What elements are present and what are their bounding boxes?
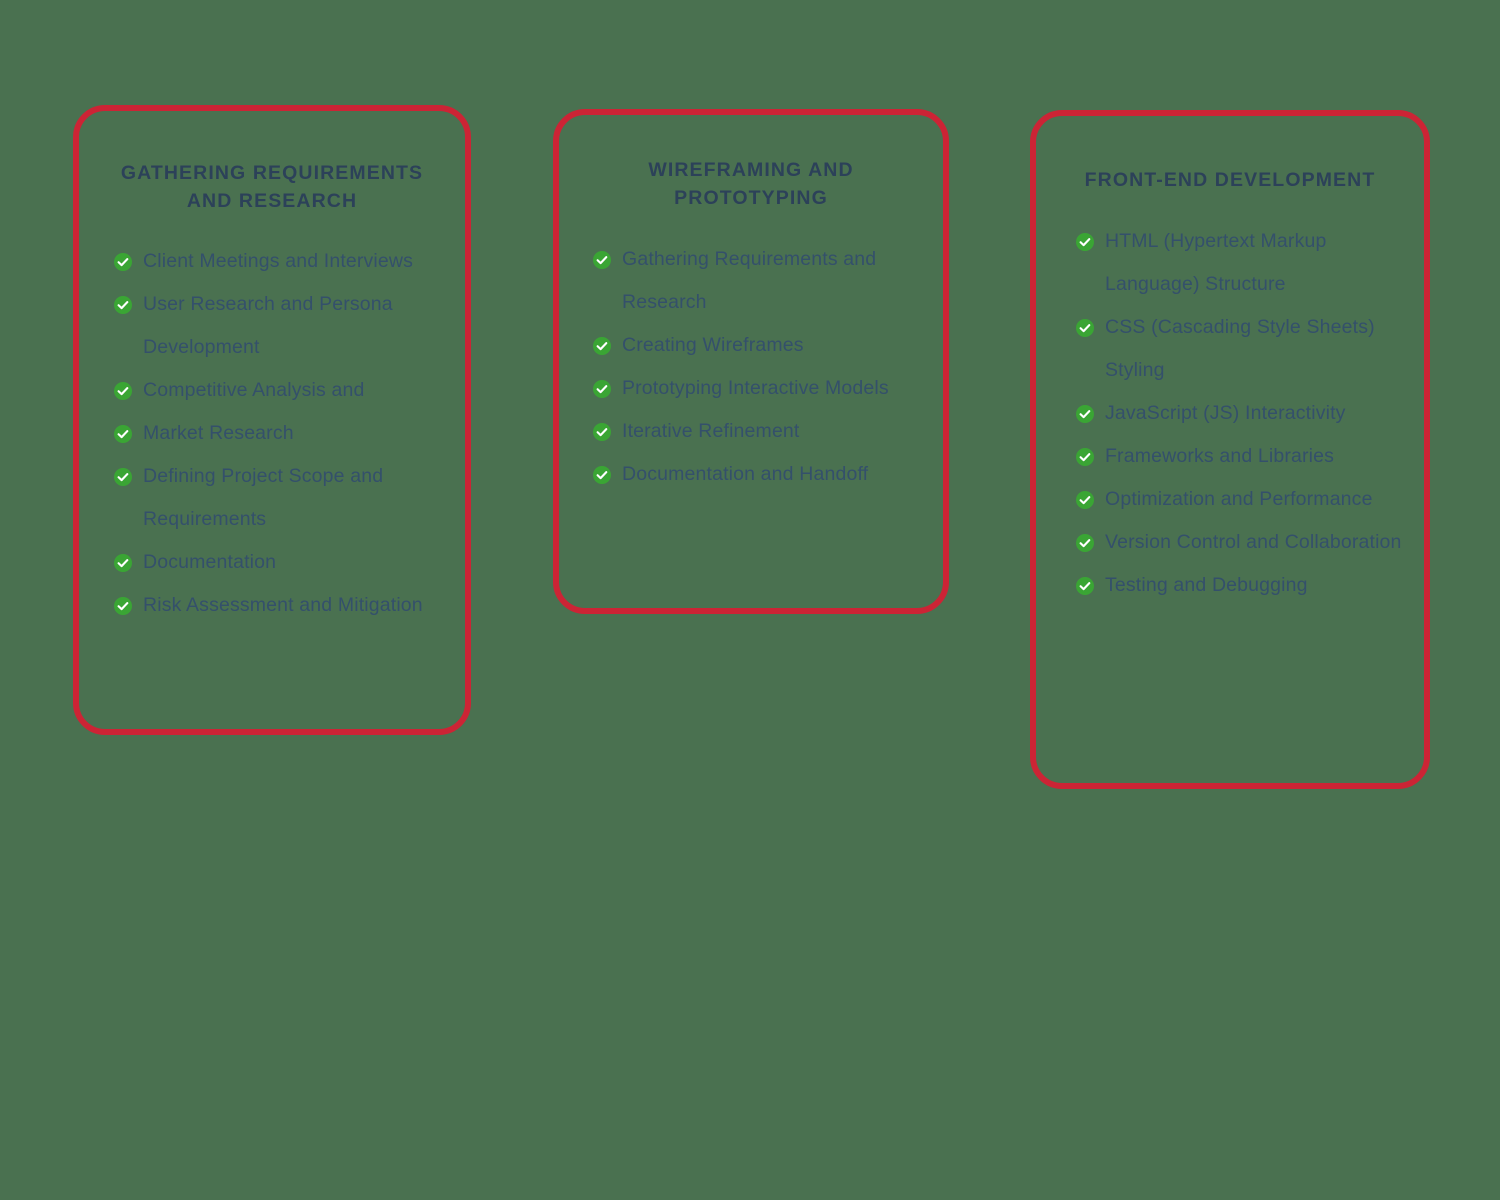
card-gathering-requirements-and-research: GATHERING REQUIREMENTS AND RESEARCH Clie… (73, 105, 471, 735)
card-title: FRONT-END DEVELOPMENT (1084, 169, 1376, 191)
list-item-label: Defining Project Scope and Requirements (143, 465, 384, 530)
list-item[interactable]: Prototyping Interactive Models (593, 367, 933, 410)
check-circle-icon (1076, 490, 1094, 509)
list-item-label: Market Research (143, 422, 294, 444)
list-item[interactable]: Version Control and Collaboration (1076, 521, 1416, 564)
card-title: GATHERING REQUIREMENTS AND RESEARCH (120, 162, 424, 212)
list-item[interactable]: Frameworks and Libraries (1076, 435, 1416, 478)
card-front-end-development: FRONT-END DEVELOPMENT HTML (Hypertext Ma… (1030, 110, 1430, 789)
list-item[interactable]: Creating Wireframes (593, 324, 933, 367)
check-circle-icon (114, 596, 132, 615)
check-circle-icon (1076, 318, 1094, 337)
list-item-label: Testing and Debugging (1105, 574, 1308, 596)
check-circle-icon (1076, 232, 1094, 251)
list-item[interactable]: Iterative Refinement (593, 410, 933, 453)
list-item[interactable]: JavaScript (JS) Interactivity (1076, 392, 1416, 435)
list-item-label: Competitive Analysis and (143, 379, 365, 401)
card-title: WIREFRAMING AND PROTOTYPING (648, 159, 854, 209)
list-item-label: Client Meetings and Interviews (143, 250, 414, 272)
checklist: Client Meetings and Interviews User Rese… (79, 215, 465, 627)
list-item-label: HTML (Hypertext Markup Language) Structu… (1105, 230, 1327, 295)
list-item-label: Documentation (143, 551, 277, 573)
list-item-label: Documentation and Handoff (622, 463, 869, 485)
list-item[interactable]: Client Meetings and Interviews (114, 240, 455, 283)
list-item[interactable]: Documentation (114, 541, 455, 584)
list-item-label: Risk Assessment and Mitigation (143, 594, 423, 616)
check-circle-icon (1076, 404, 1094, 423)
checklist: HTML (Hypertext Markup Language) Structu… (1036, 194, 1424, 607)
check-circle-icon (114, 553, 132, 572)
check-circle-icon (1076, 447, 1094, 466)
list-item[interactable]: CSS (Cascading Style Sheets) Styling (1076, 306, 1416, 392)
list-item-label: Optimization and Performance (1105, 488, 1373, 510)
check-circle-icon (114, 467, 132, 486)
list-item[interactable]: Gathering Requirements and Research (593, 238, 933, 324)
list-item[interactable]: Optimization and Performance (1076, 478, 1416, 521)
list-item[interactable]: Competitive Analysis and (114, 369, 455, 412)
list-item-label: Iterative Refinement (622, 420, 800, 442)
list-item-label: Creating Wireframes (622, 334, 804, 356)
check-circle-icon (593, 379, 611, 398)
list-item-label: Prototyping Interactive Models (622, 377, 889, 399)
check-circle-icon (114, 295, 132, 314)
list-item-label: User Research and Persona Development (143, 293, 393, 358)
list-item[interactable]: Testing and Debugging (1076, 564, 1416, 607)
check-circle-icon (593, 422, 611, 441)
check-circle-icon (1076, 533, 1094, 552)
check-circle-icon (593, 465, 611, 484)
card-wireframing-and-prototyping: WIREFRAMING AND PROTOTYPING Gathering Re… (553, 109, 949, 614)
check-circle-icon (593, 250, 611, 269)
list-item-label: Version Control and Collaboration (1105, 531, 1402, 553)
list-item-label: Frameworks and Libraries (1105, 445, 1335, 467)
list-item-label: CSS (Cascading Style Sheets) Styling (1105, 316, 1375, 381)
check-circle-icon (593, 336, 611, 355)
list-item-label: JavaScript (JS) Interactivity (1105, 402, 1346, 424)
list-item[interactable]: Defining Project Scope and Requirements (114, 455, 455, 541)
check-circle-icon (114, 381, 132, 400)
check-circle-icon (1076, 576, 1094, 595)
list-item-label: Gathering Requirements and Research (622, 248, 877, 313)
list-item[interactable]: Market Research (114, 412, 455, 455)
list-item[interactable]: HTML (Hypertext Markup Language) Structu… (1076, 220, 1416, 306)
checklist: Gathering Requirements and Research Crea… (559, 212, 943, 496)
check-circle-icon (114, 424, 132, 443)
list-item[interactable]: Documentation and Handoff (593, 453, 933, 496)
list-item[interactable]: User Research and Persona Development (114, 283, 455, 369)
list-item[interactable]: Risk Assessment and Mitigation (114, 584, 455, 627)
check-circle-icon (114, 252, 132, 271)
